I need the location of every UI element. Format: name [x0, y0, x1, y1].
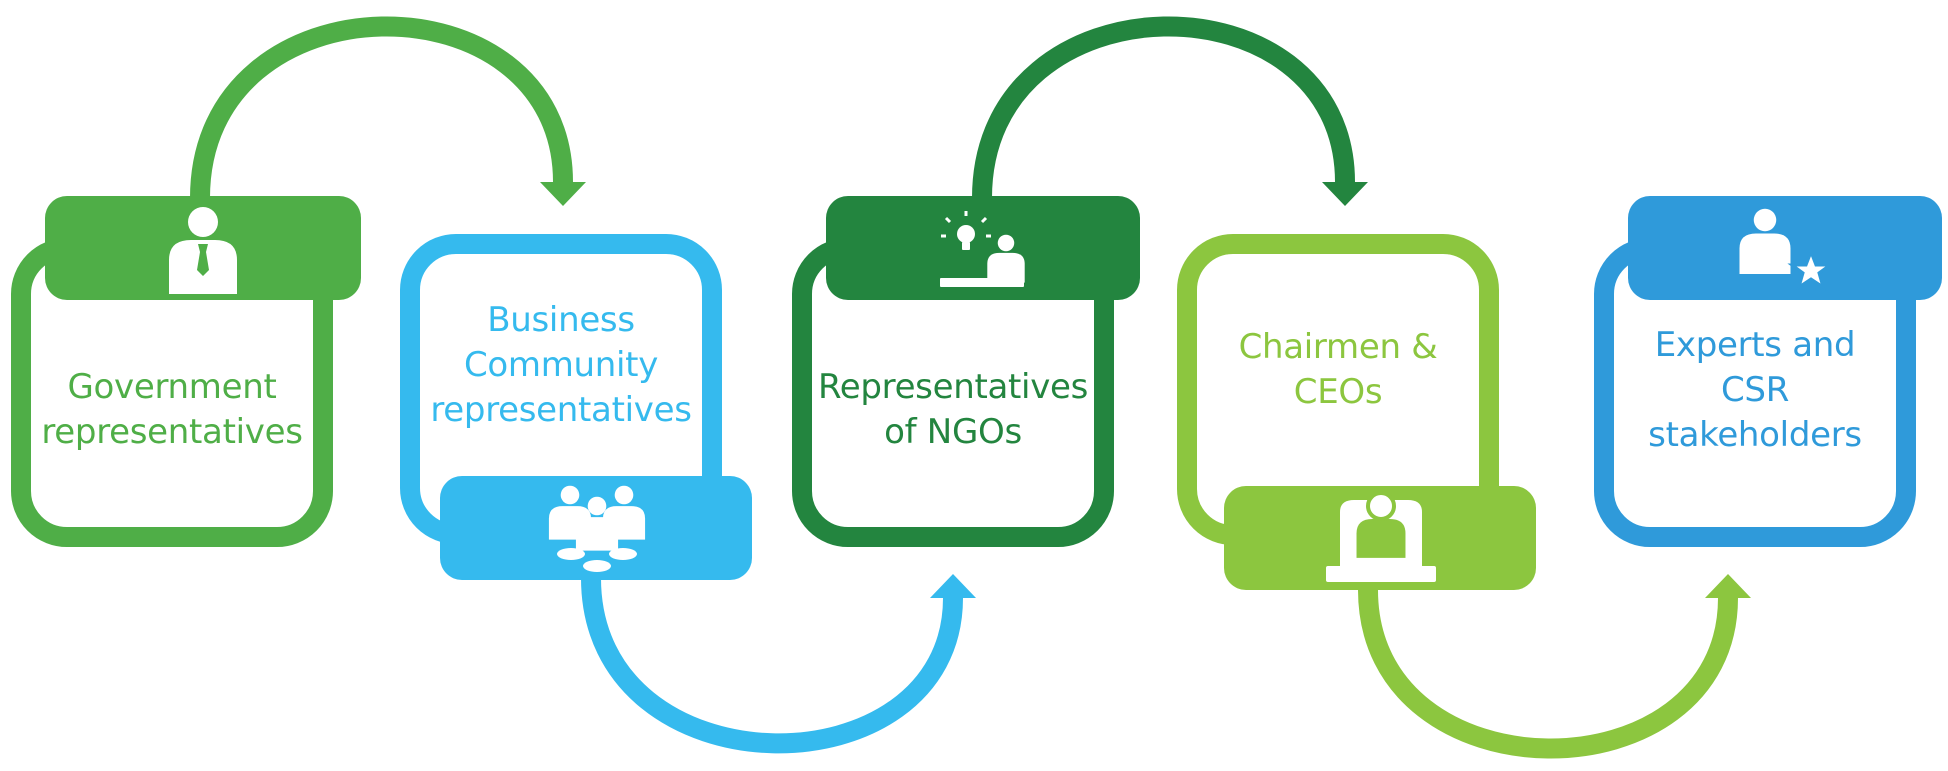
arc-1 — [190, 16, 573, 199]
label-line: Government — [67, 367, 277, 407]
flow-arrow-1 — [190, 16, 586, 206]
group-meeting-icon — [548, 485, 646, 572]
label-line: representatives — [430, 389, 692, 430]
label-line: stakeholders — [1648, 414, 1862, 455]
label-line: Community — [463, 344, 659, 385]
label-line: Experts and — [1654, 324, 1856, 365]
arrowhead-4 — [1705, 574, 1751, 598]
expert-star-icon — [1739, 208, 1835, 291]
flow-arrow-3 — [972, 16, 1368, 206]
stakeholder-label-ceos: Chairmen & CEOs — [1187, 254, 1489, 486]
stakeholder-label-ngos: Representatives of NGOs — [802, 300, 1104, 520]
flow-arrow-4 — [1358, 574, 1751, 759]
label-line: CEOs — [1293, 372, 1383, 412]
arc-3 — [972, 16, 1355, 199]
idea-desk-icon — [940, 211, 1025, 287]
stakeholder-label-government: Government representatives — [21, 300, 323, 520]
label-line: Business — [487, 299, 635, 340]
businessman-icon — [169, 207, 237, 294]
arrowhead-3 — [1322, 182, 1368, 206]
label-line: of NGOs — [884, 412, 1022, 452]
label-line: Representatives — [817, 367, 1089, 407]
stakeholder-card-experts — [1594, 196, 1942, 547]
label-line: Chairmen & — [1238, 327, 1438, 367]
arc-2 — [581, 577, 963, 754]
flow-arrow-2 — [581, 574, 976, 754]
stakeholder-card-business — [400, 234, 752, 580]
stakeholder-label-experts: Experts and CSR stakeholders — [1604, 300, 1906, 480]
stakeholder-label-business: Business Community representatives — [410, 254, 712, 476]
arrowhead-2 — [930, 574, 976, 598]
arrowhead-1 — [540, 182, 586, 206]
card-tab — [826, 196, 1140, 300]
arc-4 — [1358, 589, 1738, 759]
stakeholder-card-ngos — [792, 196, 1140, 547]
label-line: CSR — [1720, 369, 1790, 410]
label-line: representatives — [41, 412, 303, 452]
executive-chair-icon — [1326, 491, 1436, 582]
stakeholder-card-government — [11, 196, 361, 547]
stakeholder-card-ceos — [1177, 234, 1536, 590]
